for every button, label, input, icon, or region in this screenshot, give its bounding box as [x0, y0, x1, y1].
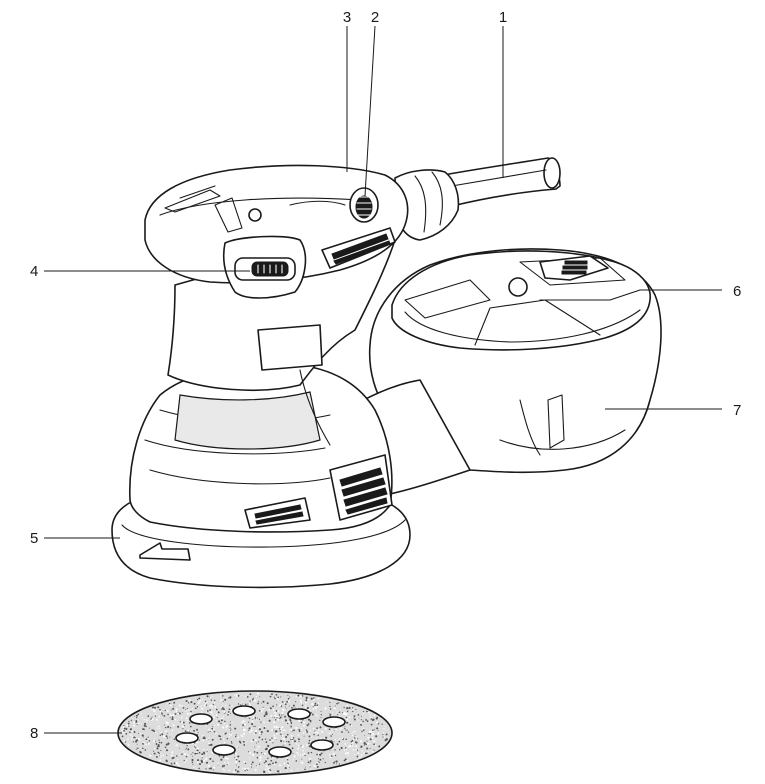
speed-control-wheel: [349, 187, 379, 223]
direction-arrow-icon: [139, 542, 191, 561]
disc-dust-holes: [175, 705, 346, 758]
callout-3: 3: [343, 9, 351, 172]
callout-7: 7: [605, 402, 741, 419]
callout-5: 5: [30, 530, 120, 547]
callout-2: 2: [364, 9, 379, 197]
callout-6: 6: [640, 283, 741, 300]
sanding-disc: [117, 690, 393, 776]
callout-5-number: 5: [30, 530, 38, 547]
callout-1-number: 1: [499, 9, 507, 26]
callout-6-number: 6: [733, 283, 741, 300]
callout-7-number: 7: [733, 402, 741, 419]
callout-2-number: 2: [371, 9, 379, 26]
on-off-switch: [222, 235, 307, 299]
callout-3-number: 3: [343, 9, 351, 26]
side-grip: [321, 227, 396, 269]
callout-1: 1: [499, 9, 507, 178]
orbital-sander-illustration: [111, 157, 662, 589]
front-vent: [244, 497, 311, 529]
cord-strain-relief: [394, 169, 460, 241]
callout-8: 8: [30, 725, 122, 742]
callout-8-number: 8: [30, 725, 38, 742]
disc-grain-texture: [121, 692, 388, 774]
callout-4: 4: [30, 263, 250, 280]
callout-4-number: 4: [30, 263, 38, 280]
exhaust-vent: [329, 454, 393, 521]
canister-release-grip: [561, 260, 588, 275]
